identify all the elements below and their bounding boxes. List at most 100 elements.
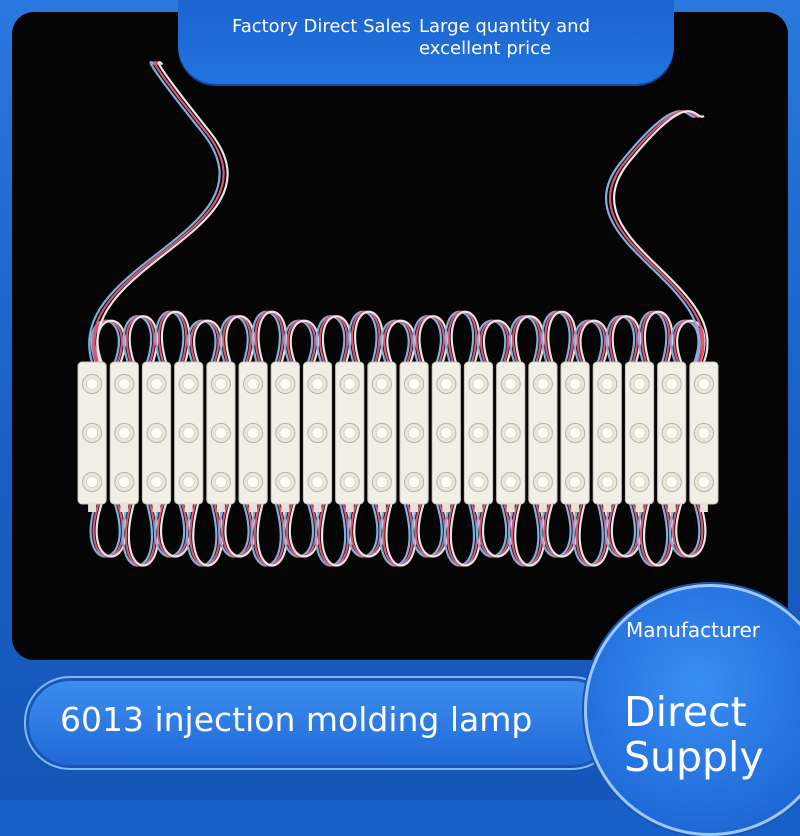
led-highlight [378, 478, 382, 483]
led-highlight [571, 429, 576, 434]
led-lens [601, 426, 614, 440]
led-lens [279, 426, 292, 440]
led-highlight [185, 380, 189, 385]
led-lens [118, 475, 131, 489]
led-highlight [475, 429, 479, 434]
led-highlight [314, 478, 318, 483]
bottom-wire-loop [285, 503, 317, 558]
led-lens [665, 475, 678, 489]
led-lens [375, 475, 388, 489]
led-highlight [668, 429, 672, 434]
bottom-wire-loop [186, 503, 218, 567]
bottom-wire-loop [637, 503, 669, 567]
led-lens [440, 475, 453, 489]
bottom-wire-loop [543, 503, 575, 558]
module-tab [249, 502, 258, 512]
module-tab [377, 502, 386, 512]
top-banner [178, 0, 674, 84]
banner-price-text: Large quantity and excellent price [419, 16, 590, 59]
left-lead-wire [92, 61, 225, 363]
led-highlight [442, 478, 447, 483]
led-highlight [88, 429, 93, 434]
badge-direct-supply-text: Direct Supply [624, 688, 764, 781]
bottom-wire-loop [385, 503, 417, 567]
led-highlight [120, 380, 125, 385]
led-lens [665, 426, 678, 440]
led-lens [569, 475, 582, 489]
bottom-wire-loop [192, 503, 224, 567]
module-tab [120, 502, 129, 512]
led-highlight [571, 380, 576, 385]
bottom-wire-loop [318, 503, 350, 567]
bottom-wire-loops [89, 503, 707, 567]
bottom-wire-loop [508, 503, 540, 567]
bottom-wire-loop [189, 503, 221, 567]
led-lens [408, 426, 421, 440]
led-highlight [603, 478, 608, 483]
led-lens [440, 377, 453, 391]
led-lens [343, 426, 356, 440]
led-highlight [507, 429, 511, 434]
module-tab [603, 502, 612, 512]
bottom-wire-loop [640, 503, 672, 567]
led-lens [472, 377, 485, 391]
bottom-wire-loop [121, 503, 153, 567]
led-lens [279, 377, 292, 391]
bottom-wire-loop [315, 503, 347, 567]
module-tab [216, 502, 225, 512]
led-highlight [603, 380, 608, 385]
led-lens [247, 475, 260, 489]
led-lens [214, 377, 227, 391]
led-lens [601, 475, 614, 489]
led-highlight [249, 380, 254, 385]
led-highlight [249, 478, 254, 483]
led-highlight [378, 380, 382, 385]
bottom-wire-loop [253, 503, 285, 567]
bottom-wire-loop [449, 503, 481, 567]
led-lens [311, 377, 324, 391]
bottom-wire-loop [221, 503, 253, 558]
bottom-wire-loop [127, 503, 159, 567]
led-highlight [346, 380, 350, 385]
led-lens [150, 377, 163, 391]
bottom-wire-loop [250, 503, 282, 567]
module-tab [571, 502, 580, 512]
led-highlight [636, 478, 640, 483]
left-lead-wire [96, 61, 229, 363]
led-lens [247, 426, 260, 440]
led-lens [150, 475, 163, 489]
led-highlight [249, 429, 254, 434]
module-tab [184, 502, 193, 512]
led-lens [118, 377, 131, 391]
led-lens [504, 426, 517, 440]
led-highlight [281, 380, 286, 385]
led-highlight [185, 429, 189, 434]
led-highlight [668, 380, 672, 385]
led-highlight [88, 478, 93, 483]
led-highlight [700, 478, 704, 483]
led-highlight [217, 380, 221, 385]
banner-factory-text: Factory Direct Sales [232, 16, 411, 37]
led-lens [279, 475, 292, 489]
bottom-wire-loop [607, 503, 639, 558]
led-highlight [378, 429, 382, 434]
module-tab [538, 502, 547, 512]
led-highlight [153, 380, 157, 385]
led-lens [440, 426, 453, 440]
led-highlight [88, 380, 93, 385]
led-lens [118, 426, 131, 440]
bottom-wire-loop [575, 503, 607, 567]
module-tab [506, 502, 515, 512]
led-highlight [153, 429, 157, 434]
led-lens [536, 475, 549, 489]
left-lead-wire [88, 61, 221, 363]
led-highlight [281, 429, 286, 434]
bottom-wire-loop [92, 503, 124, 558]
led-highlight [185, 478, 189, 483]
led-lens [247, 377, 260, 391]
led-lens [697, 426, 710, 440]
bottom-wire-loop [379, 503, 411, 567]
module-tab [410, 502, 419, 512]
led-highlight [636, 429, 640, 434]
led-lens [504, 377, 517, 391]
